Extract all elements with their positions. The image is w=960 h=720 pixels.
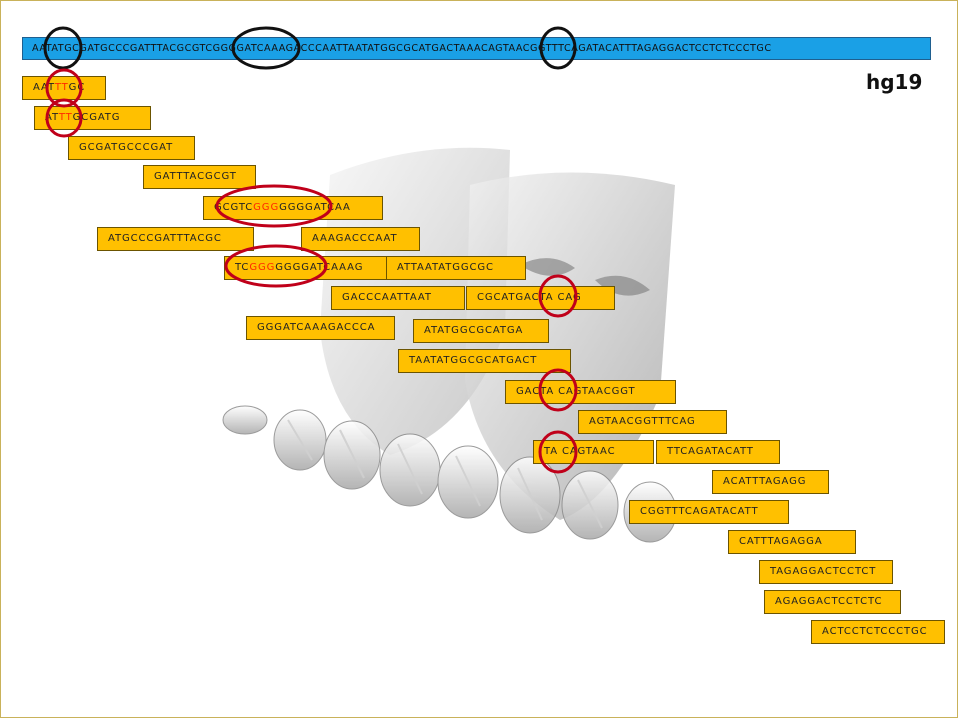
read-5: GCGTCGGGGGGGATCAA <box>203 196 383 220</box>
read-16: AGTAACGGTTTCAG <box>578 410 727 434</box>
read-21: CATTTAGAGGA <box>728 530 856 554</box>
read-2: ATTTGCGATG <box>34 106 151 130</box>
read-22: TAGAGGACTCCTCT <box>759 560 893 584</box>
read-23: AGAGGACTCCTCTC <box>764 590 901 614</box>
mismatch-bases: GGG <box>249 262 276 273</box>
mismatch-bases: GGG <box>253 202 280 213</box>
mismatch-bases: TT <box>54 82 69 93</box>
read-24: ACTCCTCTCCCTGC <box>811 620 945 644</box>
read-1: AATTTGC <box>22 76 106 100</box>
read-6: ATGCCCGATTTACGC <box>97 227 254 251</box>
read-17: TA CAGTAAC <box>533 440 654 464</box>
reference-sequence-bar: AATATGCGATGCCCGATTTACGCGTCGGGGATCAAAGACC… <box>22 37 931 60</box>
read-10: GACCCAATTAAT <box>331 286 465 310</box>
read-3: GCGATGCCCGAT <box>68 136 195 160</box>
read-4: GATTTACGCGT <box>143 165 256 189</box>
mismatch-bases: TT <box>58 112 73 123</box>
read-7: AAAGACCCAAT <box>301 227 420 251</box>
read-11: CGCATGACTA CAG <box>466 286 615 310</box>
read-20: CGGTTTCAGATACATT <box>629 500 789 524</box>
read-14: TAATATGGCGCATGACT <box>398 349 571 373</box>
read-12: GGGATCAAAGACCCA <box>246 316 395 340</box>
read-9: ATTAATATGGCGC <box>386 256 526 280</box>
read-15: GACTA CAGTAACGGT <box>505 380 676 404</box>
read-19: ACATTTAGAGG <box>712 470 829 494</box>
read-18: TTCAGATACATT <box>656 440 780 464</box>
genome-label: hg19 <box>866 70 923 94</box>
read-13: ATATGGCGCATGA <box>413 319 549 343</box>
read-8: TCGGGGGGGATCAAAG <box>224 256 392 280</box>
